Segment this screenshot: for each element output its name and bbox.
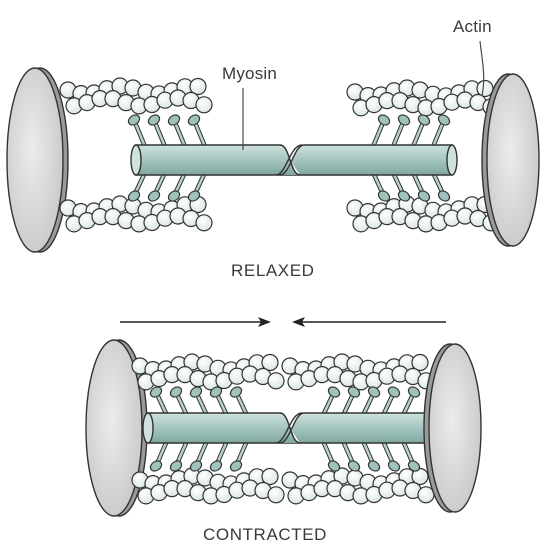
myosin-rod-end (447, 145, 457, 175)
actin-bead (196, 215, 212, 231)
myosin-head (327, 385, 342, 399)
myosin-head (147, 189, 162, 203)
myosin-head (147, 113, 162, 127)
myosin-head (397, 113, 412, 127)
actin-bead (196, 97, 212, 113)
myosin-head (229, 459, 244, 473)
myosin-rod-end (143, 413, 153, 443)
z-disc (487, 74, 539, 246)
myosin-rod-left (148, 413, 300, 443)
myosin-rod-right (280, 413, 432, 443)
myosin-head (189, 385, 204, 399)
myosin-head (377, 113, 392, 127)
myosin-head (387, 459, 402, 473)
myosin-head (167, 113, 182, 127)
myosin-label: Myosin (222, 64, 277, 83)
myosin-head (187, 113, 202, 127)
myosin-head (229, 385, 244, 399)
z-disc (7, 68, 63, 252)
myosin-head (407, 385, 422, 399)
left-arrow (120, 317, 271, 327)
myosin-head (169, 385, 184, 399)
myosin-head (387, 385, 402, 399)
actin-label: Actin (453, 17, 492, 36)
right-arrow (292, 317, 446, 327)
myosin-head (127, 113, 142, 127)
contracted-caption: CONTRACTED (203, 525, 327, 544)
myosin-head (149, 459, 164, 473)
myosin-head (209, 459, 224, 473)
contracted-sarcomere (86, 340, 481, 516)
myosin-rod-left (136, 145, 300, 175)
myosin-rod-end (131, 145, 141, 175)
relaxed-caption: RELAXED (231, 261, 315, 280)
z-disc (429, 344, 481, 512)
relaxed-sarcomere (7, 68, 539, 252)
myosin-rod-right (280, 145, 452, 175)
myosin-head (437, 189, 452, 203)
actin-bead (268, 487, 284, 503)
actin-bead (268, 373, 284, 389)
myosin-head (367, 459, 382, 473)
